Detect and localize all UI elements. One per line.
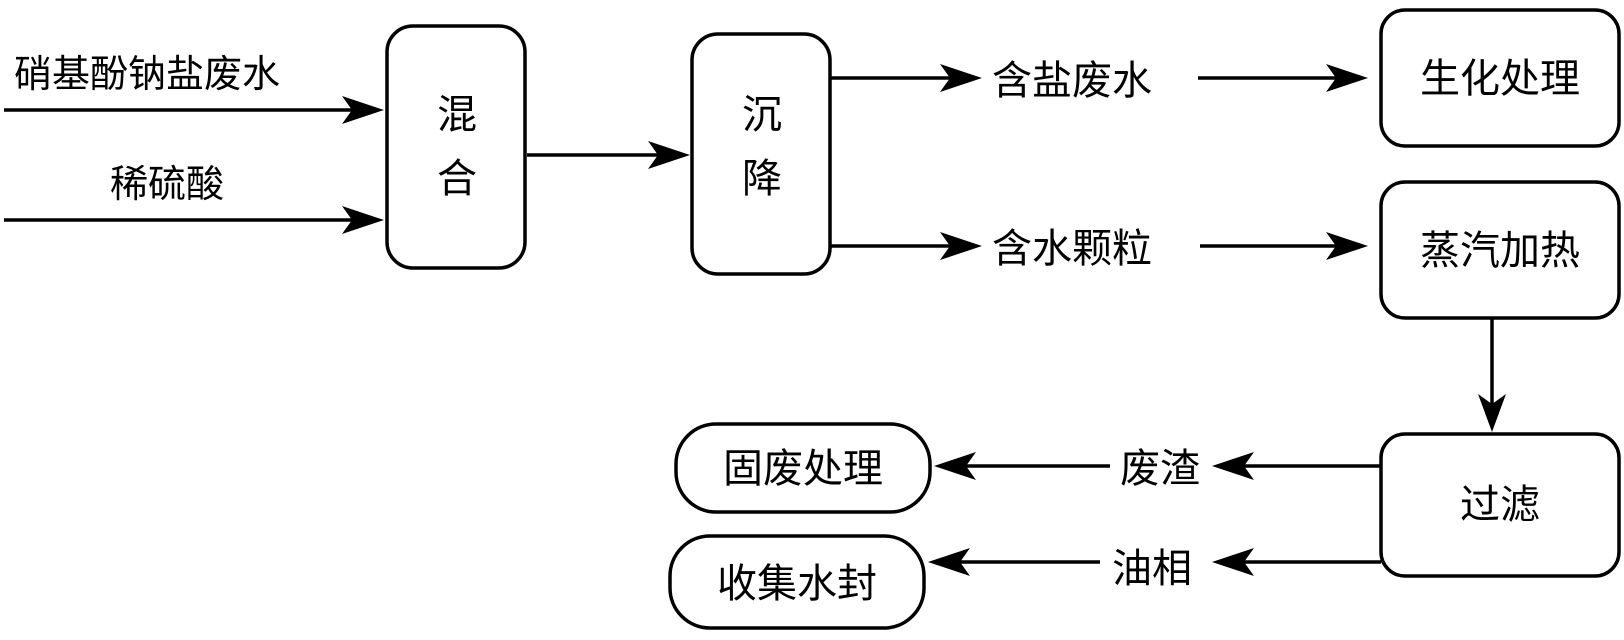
arrow-wet-particles-to-steam: [1200, 232, 1368, 260]
filter-box: 过滤: [1379, 432, 1621, 578]
arrow-steam-to-filter: [1478, 318, 1506, 432]
arrow-oil-to-collect-seal: [928, 548, 1100, 576]
collect-seal-box-label: 收集水封: [717, 561, 877, 607]
arrow-salty-water-to-biochem: [1198, 64, 1368, 92]
arrow-settle-to-salty-water: [830, 64, 982, 92]
biochem-box-label: 生化处理: [1420, 56, 1580, 102]
arrow-filter-to-oil-phase: [1212, 548, 1381, 576]
input-label-dilute-sulfuric-acid: 稀硫酸: [110, 162, 224, 206]
arrow-filter-to-residue: [1212, 452, 1381, 480]
solid-waste-box: 固废处理: [674, 422, 932, 514]
collect-seal-box: 收集水封: [668, 534, 926, 630]
stream-label-residue: 废渣: [1120, 446, 1200, 492]
settle-box-label-1: 沉: [742, 92, 782, 138]
solid-waste-box-label: 固废处理: [723, 446, 883, 492]
stream-label-oil-phase: 油相: [1112, 546, 1192, 592]
stream-label-salty-water: 含盐废水: [992, 58, 1152, 104]
arrow-input-acid-to-mix: [4, 206, 384, 234]
steam-heat-box: 蒸汽加热: [1379, 180, 1621, 320]
arrow-input-wastewater-to-mix: [4, 96, 384, 124]
biochem-box: 生化处理: [1379, 8, 1621, 148]
settle-box-label-2: 降: [742, 156, 782, 202]
arrow-residue-to-solid-waste: [934, 452, 1110, 480]
arrow-mix-to-settle: [527, 141, 690, 169]
mix-box-label-2: 合: [437, 156, 477, 202]
filter-box-label: 过滤: [1460, 482, 1540, 528]
mix-box: 混 合: [385, 24, 527, 270]
stream-label-wet-particles: 含水颗粒: [992, 226, 1152, 272]
input-label-nitrophenol-wastewater: 硝基酚钠盐废水: [14, 52, 280, 96]
arrow-settle-to-wet-particles: [830, 232, 982, 260]
steam-heat-box-label: 蒸汽加热: [1420, 228, 1580, 274]
settle-box: 沉 降: [690, 32, 832, 276]
mix-box-label-1: 混: [437, 92, 477, 138]
